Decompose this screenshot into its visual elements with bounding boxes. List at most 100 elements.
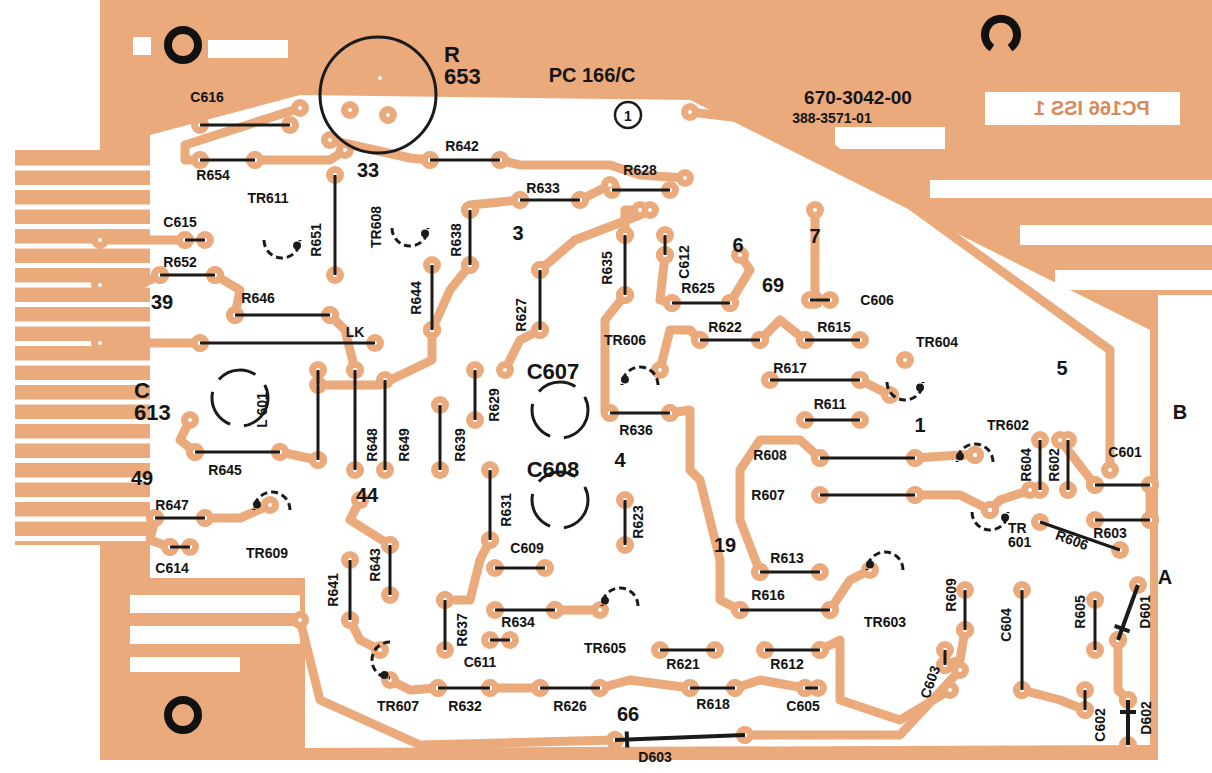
component-outline bbox=[1095, 519, 1150, 522]
transistor-tab bbox=[621, 376, 629, 384]
component-outline bbox=[185, 239, 205, 242]
callout-number: 44 bbox=[356, 485, 378, 505]
pad-hole bbox=[903, 358, 907, 362]
part-label: R647 bbox=[155, 498, 188, 512]
part-label: TR609 bbox=[246, 546, 288, 560]
part-label: R618 bbox=[696, 697, 729, 711]
part-label: C606 bbox=[860, 293, 893, 307]
edge-finger-gap bbox=[15, 458, 150, 463]
board-slot bbox=[835, 127, 945, 149]
part-label: R626 bbox=[553, 699, 586, 713]
part-label: C612 bbox=[677, 245, 691, 278]
component-outline bbox=[1094, 600, 1097, 650]
part-label: R606 bbox=[1054, 528, 1090, 553]
part-label: R612 bbox=[770, 657, 803, 671]
callout-number: 3 bbox=[512, 223, 523, 243]
part-label: B bbox=[1173, 402, 1187, 422]
part-label: R649 bbox=[397, 428, 411, 461]
part-label: R633 bbox=[526, 181, 559, 195]
part-label: R611 bbox=[814, 397, 847, 411]
solder-pad bbox=[1021, 481, 1039, 499]
part-label: R623 bbox=[631, 505, 645, 538]
part-label: PC 166/C bbox=[549, 65, 636, 85]
component-outline bbox=[155, 517, 205, 520]
pad-hole bbox=[973, 453, 977, 457]
copper-trace bbox=[670, 410, 740, 610]
part-label: R646 bbox=[241, 291, 274, 305]
edge-finger-gap bbox=[15, 439, 150, 444]
copper-trace bbox=[500, 160, 685, 178]
solder-pad bbox=[291, 99, 309, 117]
pad-hole bbox=[343, 148, 347, 152]
part-label: 388-3571-01 bbox=[792, 111, 871, 125]
callout-number: 19 bbox=[714, 535, 736, 555]
solder-pad bbox=[861, 561, 879, 579]
callout-number: 33 bbox=[357, 160, 379, 180]
board-slot bbox=[133, 37, 151, 55]
edge-finger-gap bbox=[15, 205, 150, 210]
pad-hole bbox=[188, 418, 192, 422]
part-label: R639 bbox=[453, 428, 467, 461]
copper-trace bbox=[1118, 640, 1128, 700]
part-label: PC166 ISS 1 bbox=[1034, 98, 1150, 118]
board-slot bbox=[208, 40, 288, 58]
transistor-tab bbox=[293, 241, 301, 249]
component-outline bbox=[431, 265, 434, 330]
component-outline bbox=[520, 199, 580, 202]
copper-trace bbox=[100, 236, 185, 245]
part-label: R621 bbox=[666, 657, 699, 671]
component-outline bbox=[1021, 590, 1024, 690]
diode-symbol bbox=[1126, 700, 1130, 745]
solder-pad bbox=[651, 361, 669, 379]
part-label: C608 bbox=[527, 459, 580, 481]
component-outline bbox=[334, 175, 337, 275]
part-label: 670-3042-00 bbox=[804, 88, 912, 107]
board-copper bbox=[15, 0, 1212, 760]
board-slot bbox=[1020, 225, 1212, 245]
component-outline bbox=[740, 609, 830, 612]
solder-pad bbox=[981, 501, 999, 519]
component-outline bbox=[770, 379, 860, 382]
part-label: R608 bbox=[753, 448, 786, 462]
solder-pad bbox=[181, 411, 199, 429]
edge-finger-gap bbox=[15, 400, 150, 405]
part-label: R637 bbox=[455, 613, 469, 646]
callout-number: 39 bbox=[151, 292, 173, 312]
solder-pad bbox=[941, 681, 959, 699]
board-slot bbox=[130, 595, 300, 613]
edge-finger-gap bbox=[15, 419, 150, 424]
callout-number: 69 bbox=[762, 275, 784, 295]
solder-pad bbox=[341, 101, 359, 119]
copper-trace bbox=[432, 265, 470, 330]
transistor-tab bbox=[421, 229, 429, 237]
pad-hole bbox=[813, 208, 817, 212]
pad-hole bbox=[348, 108, 352, 112]
component-outline bbox=[624, 500, 627, 545]
component-outline bbox=[690, 687, 735, 690]
pad-hole bbox=[378, 76, 382, 80]
part-label: TR606 bbox=[604, 333, 646, 347]
copper-trace bbox=[915, 495, 990, 510]
part-label: TR604 bbox=[916, 335, 958, 349]
solder-pad bbox=[1101, 461, 1119, 479]
component-outline bbox=[200, 342, 375, 345]
part-label: R605 bbox=[1073, 595, 1087, 628]
component-outline bbox=[820, 494, 915, 497]
transistor-tab bbox=[253, 501, 261, 509]
diode-bar bbox=[625, 732, 630, 748]
component-outline bbox=[944, 650, 947, 665]
copper-trace bbox=[605, 295, 625, 413]
component-outline bbox=[540, 687, 600, 690]
diode-symbol bbox=[615, 735, 745, 740]
component-outline bbox=[195, 451, 280, 454]
part-label: C603 bbox=[918, 664, 943, 700]
solder-pad bbox=[681, 103, 699, 121]
part-label: R644 bbox=[409, 281, 423, 314]
solder-pad bbox=[1051, 431, 1069, 449]
part-label: A bbox=[1158, 567, 1172, 587]
component-outline bbox=[1039, 440, 1042, 490]
pad-hole bbox=[868, 568, 872, 572]
pad-hole bbox=[1028, 488, 1032, 492]
solder-pad bbox=[806, 201, 824, 219]
board-slot bbox=[130, 626, 300, 644]
